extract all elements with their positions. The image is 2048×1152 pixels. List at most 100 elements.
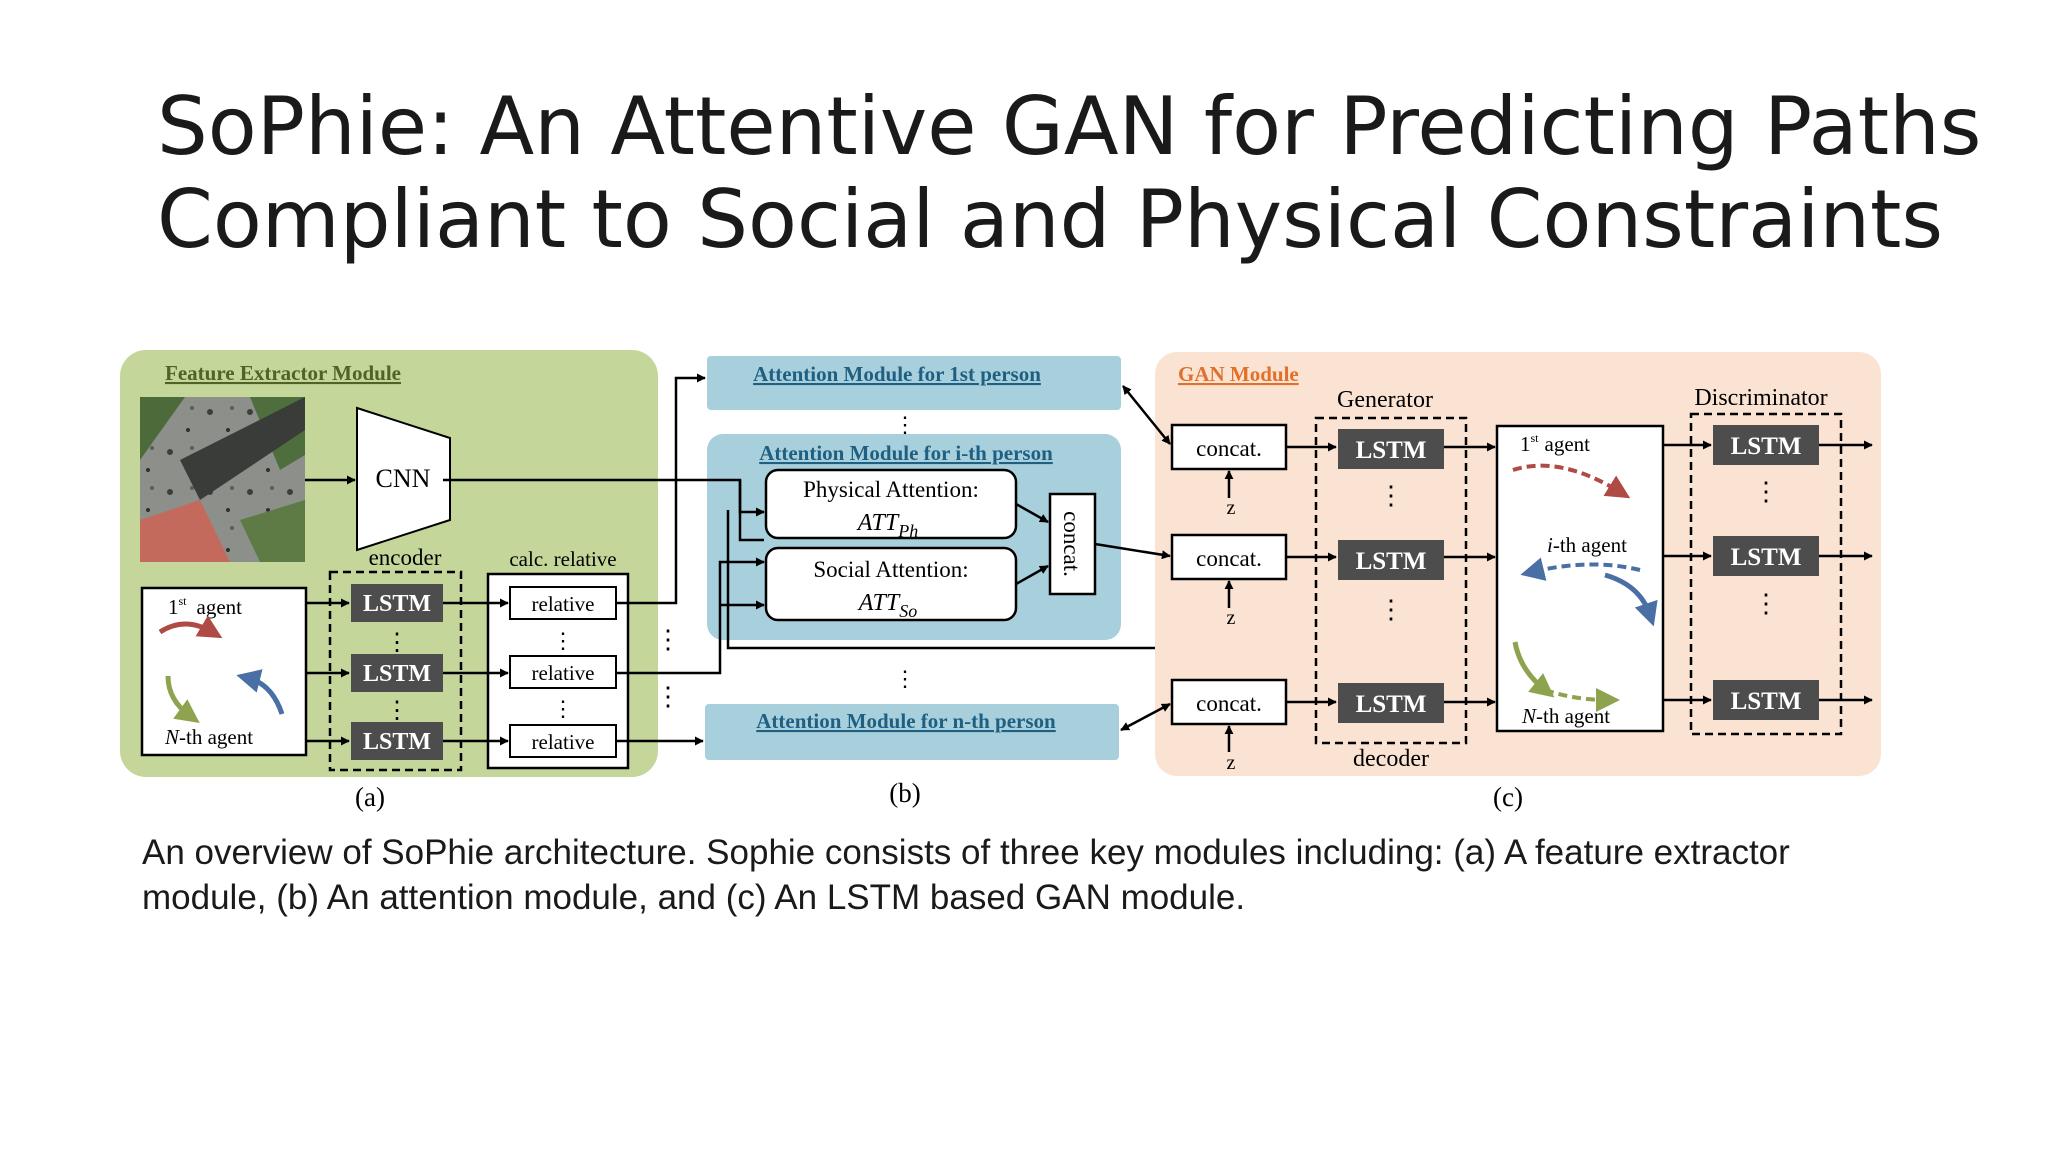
cnn-branch-line [738,480,764,542]
attention-nth-panel [705,704,1119,760]
caption-line-1: An overview of SoPhie architecture. Soph… [142,833,1790,872]
caption-line-2: module, (b) An attention module, and (c)… [142,878,1246,917]
attention-bottom-vdots: ⋮ [894,666,916,691]
decoder-label: decoder [1353,746,1429,772]
attention-first-panel [707,356,1121,410]
svg-text:concat.: concat. [1196,691,1262,716]
gan-agent-i-label: i-th agent [1547,533,1627,557]
physical-to-concat-arrow [1015,502,1049,524]
svg-text:relative: relative [532,661,595,685]
relative-box-1: relative [509,586,617,620]
gan-agent-i-solid-arrow [1604,572,1658,627]
cnn-label: CNN [376,464,431,493]
figure-caption: An overview of SoPhie architecture. Soph… [142,830,1942,920]
between-modules-vdots: ⋮ [655,625,681,654]
attention-modules: Attention Module for 1st person ⋮ Attent… [655,356,1121,808]
discriminator-lstm-3: LSTM [1713,680,1819,720]
encoder-label: encoder [369,545,442,570]
title-line-2: Compliant to Social and Physical Constra… [157,173,1944,266]
gan-concat-3: concat. [1170,678,1288,726]
between-modules-vdots-2: ⋮ [655,682,681,711]
attention-nth-to-concat-arrow [1120,702,1171,732]
figure-label-c: (c) [1493,782,1523,812]
attention-top-vdots: ⋮ [894,412,916,437]
encoder-lstm-2: LSTM [351,654,443,692]
relative-box-3: relative [509,724,617,758]
discriminator-lstm-1: LSTM [1713,425,1819,465]
gan-agent-n-solid-arrow [1512,641,1555,698]
discriminator-label: Discriminator [1694,385,1827,411]
social-attention-box: Social Attention: ATTSo [764,546,1018,622]
figure-label-a: (a) [355,782,385,812]
svg-text:LSTM: LSTM [363,729,431,755]
feature-extractor-title: Feature Extractor Module [165,361,401,385]
svg-text:ATTPh: ATTPh [856,510,918,541]
decoder-lstm-2: LSTM [1338,540,1444,580]
svg-text:relative: relative [532,592,595,616]
relative-vdots: ⋮ [552,628,574,653]
svg-text:LSTM: LSTM [1731,688,1802,715]
agent-other-trajectory-arrow [236,669,285,715]
svg-text:ATTSo: ATTSo [857,590,917,621]
agents-box [140,586,308,757]
svg-text:LSTM: LSTM [1731,544,1802,571]
gan-agent-n-label: N-th agent [1521,704,1610,728]
gan-concat-2: concat. [1170,533,1288,581]
gan-concat-1: concat. [1170,423,1288,471]
z-label-2: z [1227,607,1236,629]
decoder-lstm-3: LSTM [1338,683,1444,723]
agent-first-trajectory-arrow [158,615,223,639]
decoder-lstm-1: LSTM [1338,429,1444,469]
svg-text:LSTM: LSTM [363,591,431,617]
attention-first-to-concat-arrow [1122,385,1171,445]
relative-to-social-line [616,557,765,675]
attention-ith-title: Attention Module for i-th person [759,441,1053,465]
decoder-vdots-1: ⋮ [1378,481,1404,510]
svg-text:LSTM: LSTM [1356,437,1427,464]
predicted-trajectories-box [1495,424,1665,733]
figure-label-b: (b) [889,778,920,808]
slide-title: SoPhie: An Attentive GAN for Predicting … [157,80,1981,266]
svg-text:LSTM: LSTM [1356,691,1427,718]
agent-n-trajectory-arrow [165,675,200,724]
cnn-block [356,406,451,552]
agent-n-label: N-th agent [164,725,253,749]
encoder-vdots: ⋮ [385,630,409,656]
gan-agent-first-arrow [1512,463,1631,499]
decoder-vdots-2: ⋮ [1378,595,1404,624]
discriminator-lstm-2: LSTM [1713,536,1819,576]
gan-title: GAN Module [1178,362,1299,386]
svg-text:LSTM: LSTM [1731,433,1802,460]
discriminator-vdots-2: ⋮ [1753,589,1779,618]
attention-concat-box: concat. [1048,492,1097,596]
decoder-dashed-box [1314,416,1468,745]
z-label-3: z [1227,752,1236,774]
svg-text:concat.: concat. [1059,511,1084,577]
generator-label: Generator [1337,387,1433,413]
svg-text:LSTM: LSTM [1356,548,1427,575]
calc-relative-label: calc. relative [509,547,616,571]
svg-text:Physical Attention:: Physical Attention: [803,477,979,502]
aerial-scene-image [140,397,305,562]
gan-agent-n-dashed-arrow [1544,687,1620,712]
attention-ith-to-concat-arrow [1094,542,1171,560]
svg-text:Social Attention:: Social Attention: [813,557,968,582]
physical-attention-box: Physical Attention: ATTPh [764,468,1018,541]
discriminator-dashed-box [1689,412,1843,736]
svg-text:LSTM: LSTM [363,661,431,687]
encoder-lstm-3: LSTM [351,722,443,760]
z-label-1: z [1227,497,1236,519]
svg-text:concat.: concat. [1196,436,1262,461]
gan-module: GAN Module Generator Discriminator conca… [1094,352,1881,812]
encoder-lstm-1: LSTM [351,584,443,622]
attention-first-title: Attention Module for 1st person [753,362,1041,386]
attention-nth-title: Attention Module for n-th person [756,709,1056,733]
svg-text:concat.: concat. [1196,546,1262,571]
relative-vdots-2: ⋮ [552,696,574,721]
encoder-dashed-box [328,570,463,772]
encoder-vdots-2: ⋮ [385,698,409,724]
